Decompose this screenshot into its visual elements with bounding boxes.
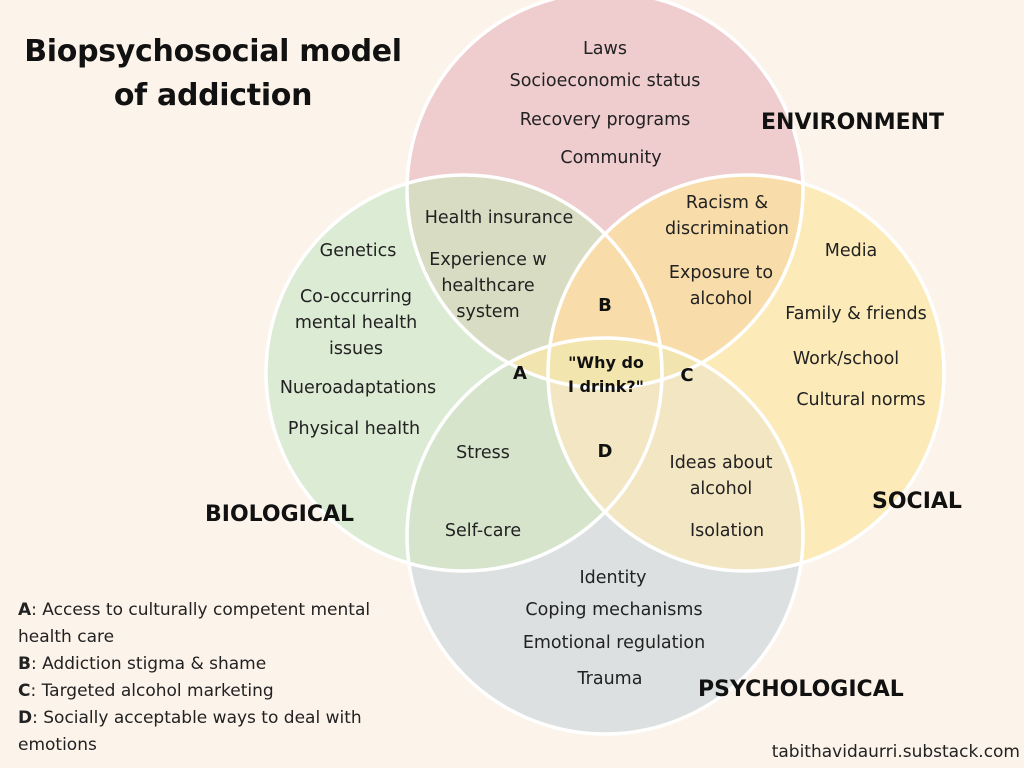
legend-item: C: Targeted alcohol marketing [18, 678, 418, 705]
env-bio-item: Experience w healthcare system [429, 250, 547, 322]
psychological-label: PSYCHOLOGICAL [698, 677, 904, 702]
psychological-outline [405, 336, 805, 736]
center-question: "Why do I drink?" [568, 353, 644, 396]
psychological-item: Identity [579, 568, 647, 588]
social-item: Cultural norms [796, 390, 926, 410]
region-d-label: D [597, 441, 613, 462]
legend-key: B [18, 654, 31, 674]
social-item: Work/school [792, 349, 900, 369]
psychological-item: Coping mechanisms [525, 600, 703, 620]
legend-item: D: Socially acceptable ways to deal with… [18, 705, 418, 759]
social-outline [546, 173, 946, 573]
psychological-item: Emotional regulation [522, 633, 706, 653]
biological-item: Nueroadaptations [279, 378, 437, 398]
legend-text: : Socially acceptable ways to deal with … [18, 708, 362, 755]
page-title: Biopsychosocial model of addiction [24, 34, 402, 113]
social-psych-item: Isolation [689, 521, 765, 541]
region-b-label: B [598, 295, 612, 316]
environment-label: ENVIRONMENT [761, 110, 945, 135]
legend-text: : Access to culturally competent mental … [18, 600, 371, 647]
social-item: Media [824, 241, 878, 261]
bio-psych-item: Self-care [444, 521, 522, 541]
biological-item: Co-occurring mental health issues [294, 287, 418, 359]
legend-key: A [18, 600, 32, 620]
credit-text: tabithavidaurri.substack.com [771, 742, 1020, 762]
psychological-item: Trauma [577, 669, 643, 689]
legend: A: Access to culturally competent mental… [18, 597, 418, 759]
social-psych-item: Ideas about alcohol [669, 453, 773, 499]
biological-item: Physical health [287, 419, 421, 439]
biological-outline [264, 173, 664, 573]
env-social-item: Racism & discrimination [664, 193, 790, 239]
biological-label: BIOLOGICAL [205, 502, 355, 527]
center-region [548, 338, 662, 388]
env-social-item: Exposure to alcohol [668, 263, 774, 309]
legend-item: A: Access to culturally competent mental… [18, 597, 418, 651]
environment-item: Community [560, 148, 662, 168]
region-c-label: C [680, 365, 694, 386]
environment-item: Laws [583, 39, 627, 59]
legend-key: D [18, 708, 33, 728]
legend-text: : Addiction stigma & shame [30, 654, 267, 674]
biological-item: Genetics [319, 241, 397, 261]
social-label: SOCIAL [872, 489, 962, 514]
environment-item: Recovery programs [519, 110, 691, 130]
legend-key: C [18, 681, 31, 701]
env-bio-item: Health insurance [424, 208, 574, 228]
bio-psych-item: Stress [456, 443, 510, 463]
region-a-label: A [513, 363, 527, 384]
legend-text: : Targeted alcohol marketing [30, 681, 274, 701]
social-item: Family & friends [785, 304, 927, 324]
environment-outline [405, 0, 805, 390]
legend-item: B: Addiction stigma & shame [18, 651, 418, 678]
environment-item: Socioeconomic status [509, 71, 701, 91]
